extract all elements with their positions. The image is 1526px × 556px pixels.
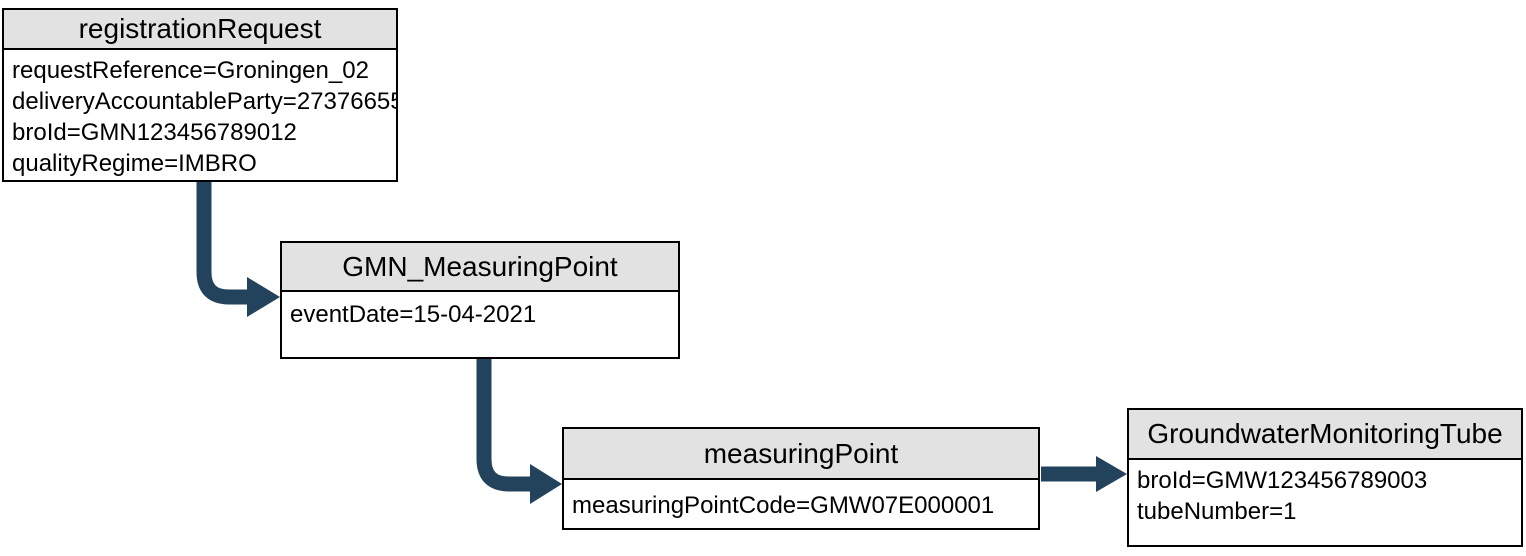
connector-2-line bbox=[476, 358, 531, 492]
node-title: registrationRequest bbox=[4, 10, 396, 50]
connector-3-arrowhead-icon bbox=[1096, 456, 1127, 492]
connector-1-arrowhead-icon bbox=[247, 277, 280, 317]
node-attribute: requestReference=Groningen_02 bbox=[12, 57, 369, 84]
node-attribute: broId=GMW123456789003 bbox=[1137, 467, 1428, 494]
node-registration-request: registrationRequest requestReference=Gro… bbox=[2, 8, 398, 182]
node-title: GMN_MeasuringPoint bbox=[282, 243, 678, 292]
node-gmn-measuring-point: GMN_MeasuringPoint eventDate=15-04-2021 bbox=[280, 241, 680, 359]
node-attributes: measuringPointCode=GMW07E000001 bbox=[564, 480, 1038, 521]
node-attribute: qualityRegime=IMBRO bbox=[12, 150, 257, 177]
node-attribute: broId=GMN123456789012 bbox=[12, 119, 297, 146]
node-attribute: deliveryAccountableParty=27376655 bbox=[12, 88, 396, 115]
node-groundwater-monitoring-tube: GroundwaterMonitoringTube broId=GMW12345… bbox=[1127, 408, 1523, 547]
node-title: GroundwaterMonitoringTube bbox=[1129, 410, 1521, 460]
connector-1-line bbox=[196, 181, 248, 305]
node-attributes: broId=GMW123456789003 tubeNumber=1 bbox=[1129, 460, 1521, 527]
node-title: measuringPoint bbox=[564, 429, 1038, 480]
node-attribute: measuringPointCode=GMW07E000001 bbox=[572, 492, 995, 519]
node-attribute: tubeNumber=1 bbox=[1137, 498, 1297, 525]
node-attributes: requestReference=Groningen_02 deliveryAc… bbox=[4, 50, 396, 179]
node-measuring-point: measuringPoint measuringPointCode=GMW07E… bbox=[562, 427, 1040, 530]
node-attributes: eventDate=15-04-2021 bbox=[282, 292, 678, 330]
connector-2-arrowhead-icon bbox=[530, 464, 562, 504]
node-attribute: eventDate=15-04-2021 bbox=[290, 301, 537, 328]
